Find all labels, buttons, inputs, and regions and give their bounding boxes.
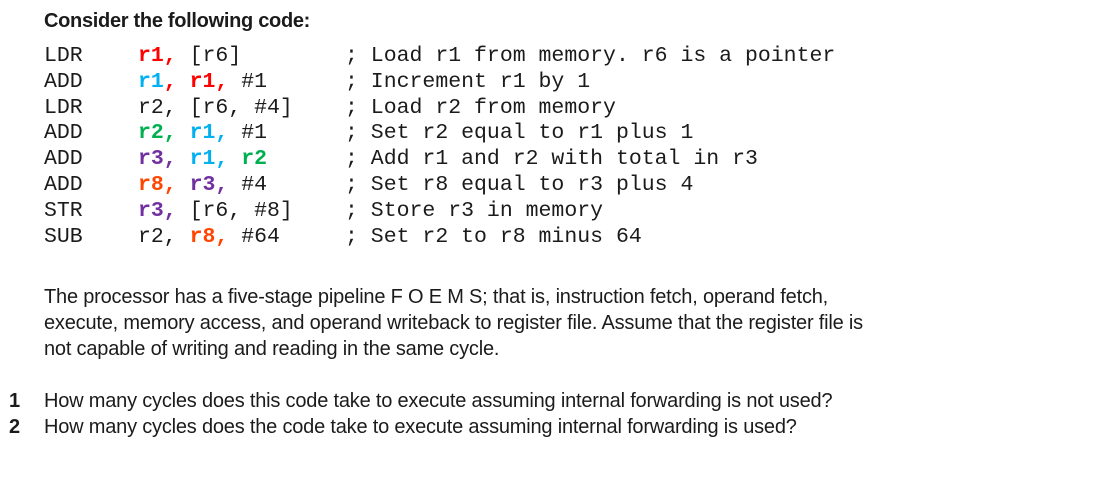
opcode: ADD bbox=[44, 69, 83, 94]
prompt-title: Consider the following code: bbox=[44, 10, 311, 32]
operand: r3, bbox=[138, 198, 177, 223]
comment: ; Set r2 to r8 minus 64 bbox=[345, 224, 642, 249]
question-text: How many cycles does the code take to ex… bbox=[44, 416, 797, 438]
comment: ; Increment r1 by 1 bbox=[345, 69, 591, 94]
opcode: STR bbox=[44, 198, 83, 223]
comment: ; Add r1 and r2 with total in r3 bbox=[345, 147, 758, 172]
operand: #64 bbox=[228, 224, 280, 249]
paragraph-line: not capable of writing and reading in th… bbox=[44, 338, 500, 360]
operand-list: r3, [r6, #8] bbox=[138, 199, 345, 225]
comment: ; Store r3 in memory bbox=[345, 198, 604, 223]
operand: r8, bbox=[138, 172, 177, 197]
operand: r3, bbox=[138, 147, 177, 172]
operand: , bbox=[163, 69, 177, 94]
opcode: ADD bbox=[44, 147, 83, 172]
operand: r2 bbox=[228, 147, 268, 172]
comment: ; Set r2 equal to r1 plus 1 bbox=[345, 121, 694, 146]
operand-list: r1, r1, #1 bbox=[138, 70, 345, 96]
question-text: How many cycles does this code take to e… bbox=[44, 390, 833, 412]
opcode: ADD bbox=[44, 172, 83, 197]
operand-list: r1, [r6] bbox=[138, 44, 345, 70]
code-line: LDR r2, [r6, #4] ; Load r2 from memory bbox=[44, 96, 835, 122]
operand-list: r2, r8, #64 bbox=[138, 225, 345, 251]
pipeline-description: The processor has a five-stage pipeline … bbox=[44, 284, 863, 362]
operand: r2, [r6, #4] bbox=[138, 95, 293, 120]
operand: r1 bbox=[138, 69, 164, 94]
operand: r2, bbox=[138, 121, 177, 146]
operand-list: r8, r3, #4 bbox=[138, 173, 345, 199]
comment: ; Load r1 from memory. r6 is a pointer bbox=[345, 44, 836, 68]
comment: ; Load r2 from memory bbox=[345, 95, 616, 120]
question-item: 1 How many cycles does this code take to … bbox=[0, 388, 833, 414]
operand: #1 bbox=[228, 121, 268, 146]
question-item: 2 How many cycles does the code take to e… bbox=[0, 414, 832, 440]
operand: r1, bbox=[138, 44, 177, 68]
question-number: 2 bbox=[9, 416, 20, 438]
questions-list: 1 How many cycles does this code take to … bbox=[0, 388, 833, 440]
operand: #4 bbox=[228, 172, 268, 197]
operand-list: r2, r1, #1 bbox=[138, 121, 345, 147]
comment: ; Set r8 equal to r3 plus 4 bbox=[345, 172, 694, 197]
operand: r1, bbox=[176, 121, 229, 146]
operand-list: r2, [r6, #4] bbox=[138, 96, 345, 122]
opcode: SUB bbox=[44, 224, 83, 249]
operand: [r6, #8] bbox=[176, 198, 293, 223]
operand: r1, bbox=[176, 69, 229, 94]
opcode: LDR bbox=[44, 95, 83, 120]
paragraph-line: execute, memory access, and operand writ… bbox=[44, 312, 863, 334]
paragraph-line: The processor has a five-stage pipeline … bbox=[44, 286, 829, 308]
operand: r8, bbox=[176, 224, 229, 249]
opcode: LDR bbox=[44, 44, 83, 68]
operand: r3, bbox=[176, 172, 229, 197]
operand: r2, bbox=[138, 224, 177, 249]
operand: #1 bbox=[228, 69, 268, 94]
operand: r1, bbox=[176, 147, 229, 172]
operand-list: r3, r1, r2 bbox=[138, 147, 345, 173]
question-number: 1 bbox=[9, 390, 20, 412]
opcode: ADD bbox=[44, 121, 83, 146]
operand: [r6] bbox=[176, 44, 242, 68]
